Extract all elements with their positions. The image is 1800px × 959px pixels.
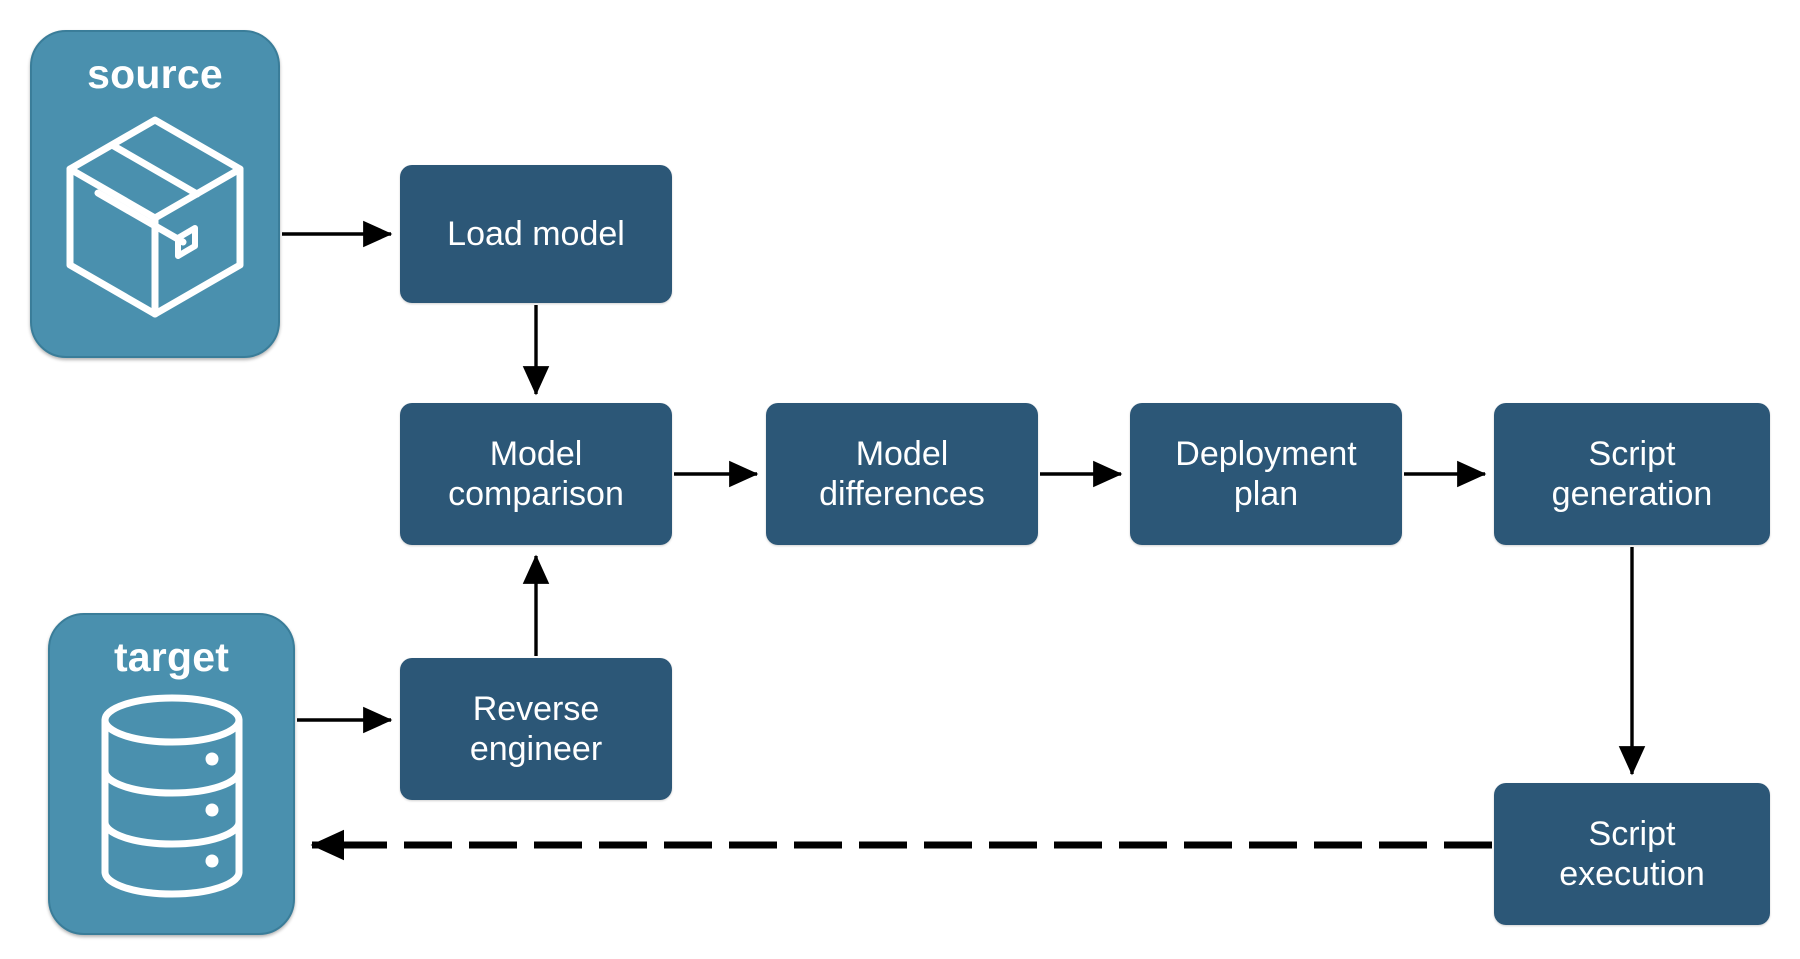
endpoint-label-source: source: [87, 51, 223, 97]
process-node-reverse-engineer[interactable]: Reverse engineer: [400, 658, 672, 800]
process-node-model-comparison[interactable]: Model comparison: [400, 403, 672, 545]
process-node-script-generation[interactable]: Script generation: [1494, 403, 1770, 545]
process-node-deployment-plan[interactable]: Deployment plan: [1130, 403, 1402, 545]
endpoint-node-target[interactable]: target: [48, 613, 295, 935]
process-node-model-differences[interactable]: Model differences: [766, 403, 1038, 545]
process-label-script-execution: Script execution: [1559, 814, 1705, 893]
process-label-script-generation: Script generation: [1551, 434, 1713, 513]
process-label-model-comparison: Model comparison: [448, 434, 624, 513]
endpoint-node-source[interactable]: source: [30, 30, 280, 358]
process-label-deployment-plan: Deployment plan: [1175, 434, 1357, 513]
process-label-load-model: Load model: [447, 214, 625, 253]
database-cylinder-icon: [60, 678, 283, 913]
process-node-script-execution[interactable]: Script execution: [1494, 783, 1770, 925]
endpoint-label-target: target: [113, 634, 230, 680]
process-node-load-model[interactable]: Load model: [400, 165, 672, 303]
process-label-model-differences: Model differences: [819, 434, 985, 513]
package-box-icon: [42, 95, 268, 338]
process-label-reverse-engineer: Reverse engineer: [469, 689, 603, 768]
